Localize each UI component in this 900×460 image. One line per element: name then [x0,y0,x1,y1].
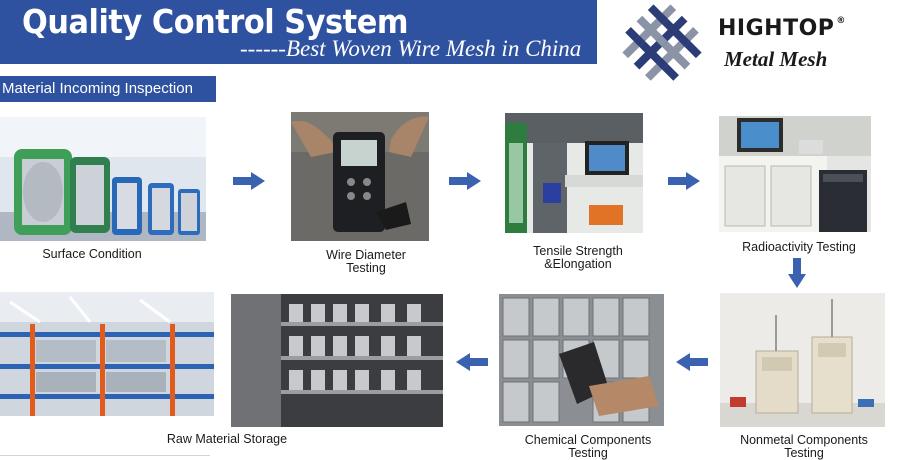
caption-tensile-strength: Tensile Strength &Elongation [533,244,623,271]
chemical-components-photo [499,294,664,426]
caption-radioactivity-testing: Radioactivity Testing [742,240,856,254]
wire-diameter-photo [291,112,429,241]
registered-mark: ® [836,16,846,26]
section-label: Material Incoming Inspection [0,76,216,102]
arrow-right-icon [449,172,481,190]
arrow-left-icon [456,353,488,371]
brand-name: HIGHTOP® [718,16,846,41]
hightop-logo-icon [612,4,712,84]
arrow-down-icon [788,258,806,288]
page-title: Quality Control System [22,2,409,41]
caption-chemical-components: Chemical Components Testing [524,433,652,460]
brand-tagline: Metal Mesh [724,47,828,71]
caption-raw-material-storage: Raw Material Storage [166,432,288,446]
arrow-right-icon [668,172,700,190]
divider-line [0,455,210,456]
radioactivity-testing-photo [719,116,871,232]
raw-material-storage-photo [0,292,214,416]
arrow-left-icon [676,353,708,371]
header-banner: Quality Control System ------Best Woven … [0,0,597,64]
page-subtitle: ------Best Woven Wire Mesh in China [240,36,582,61]
caption-wire-diameter: Wire Diameter Testing [326,248,406,275]
nonmetal-components-photo [720,293,885,427]
storage-shelves-photo [231,294,443,427]
caption-surface-condition: Surface Condition [42,247,142,261]
tensile-strength-photo [505,113,643,233]
caption-nonmetal-components: Nonmetal Components Testing [740,433,868,460]
surface-condition-photo [0,117,206,241]
arrow-right-icon [233,172,265,190]
